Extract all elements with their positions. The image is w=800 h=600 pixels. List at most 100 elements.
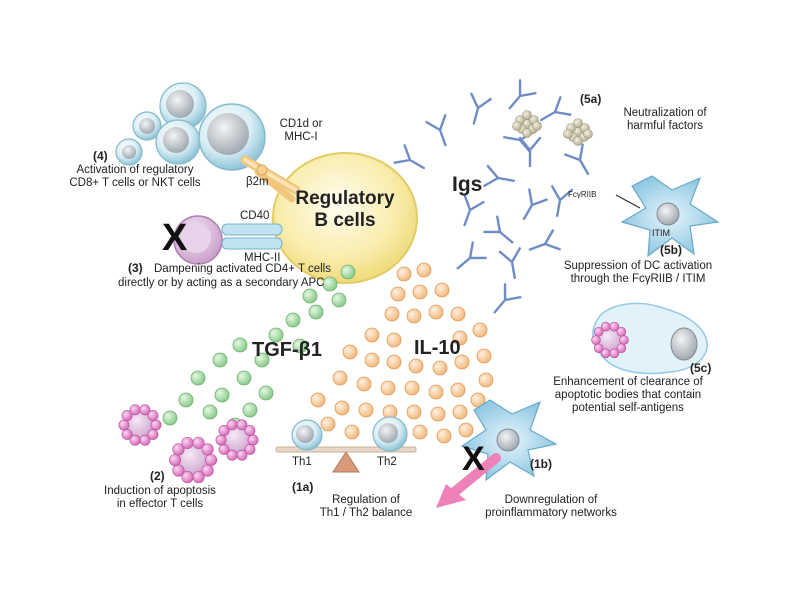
apoptotic-bleb bbox=[226, 449, 238, 461]
il10-dot bbox=[356, 376, 372, 392]
il10-dot bbox=[380, 380, 396, 396]
apoptotic-bleb bbox=[600, 348, 611, 359]
apoptotic-bleb bbox=[129, 404, 141, 416]
mech2-description: Induction of apoptosis in effector T cel… bbox=[95, 485, 225, 511]
regulatory-b-cell bbox=[272, 152, 418, 284]
mech1a-number: (1a) bbox=[292, 480, 314, 494]
dendritic-cell-1b bbox=[460, 399, 558, 482]
il10-dot bbox=[432, 360, 448, 376]
apoptotic-bleb bbox=[168, 453, 182, 467]
mech1a-line1: Regulation of bbox=[332, 494, 400, 506]
il10-dot bbox=[408, 358, 424, 374]
mech4-line1: Activation of regulatory bbox=[76, 164, 194, 176]
apoptotic-bleb bbox=[609, 321, 620, 332]
apoptotic-bleb bbox=[204, 453, 218, 467]
cd40-mhc2-receptor bbox=[221, 223, 283, 250]
harmful-factor-particle bbox=[573, 118, 583, 128]
apoptotic-bleb bbox=[593, 343, 604, 354]
harmful-factor-particle bbox=[522, 110, 532, 120]
mech1b-description: Downregulation of proinflammatory networ… bbox=[466, 494, 636, 520]
mech1a-description: Regulation of Th1 / Th2 balance bbox=[296, 494, 436, 520]
mech3-number: (3) bbox=[128, 261, 143, 275]
apoptotic-bleb bbox=[192, 436, 205, 449]
mech5b-line2: through the FcγRIIB / ITIM bbox=[570, 273, 706, 285]
il10-dot bbox=[412, 424, 428, 440]
th2-label: Th2 bbox=[377, 456, 397, 468]
mech2-number: (2) bbox=[150, 469, 165, 483]
tgf-beta-label: TGF-β1 bbox=[252, 339, 322, 361]
tgf-beta-dot bbox=[258, 385, 274, 401]
il10-dot bbox=[450, 306, 466, 322]
mech2-line1: Induction of apoptosis bbox=[104, 485, 216, 497]
block-x-mark-1b: X bbox=[462, 440, 485, 478]
mech2-line2: in effector T cells bbox=[116, 498, 204, 510]
cd4-t-cell bbox=[173, 215, 223, 265]
il10-dot bbox=[320, 416, 336, 432]
tgf-beta-dot bbox=[340, 264, 356, 280]
il10-dot bbox=[406, 308, 422, 324]
il10-dot bbox=[342, 344, 358, 360]
tgf-beta-dot bbox=[331, 292, 347, 308]
il10-dot bbox=[478, 372, 494, 388]
macrophage-5c bbox=[591, 302, 708, 375]
tgf-beta-dot bbox=[254, 352, 270, 368]
apoptotic-bleb bbox=[139, 404, 151, 416]
apoptotic-bleb bbox=[616, 343, 627, 354]
il10-dot bbox=[452, 404, 468, 420]
il10-dot bbox=[452, 330, 468, 346]
cd1d-label: CD1d or MHC-I bbox=[272, 118, 330, 144]
cd8-nkt-cells bbox=[115, 82, 266, 171]
harmful-factor-particle bbox=[573, 136, 583, 146]
il10-dot bbox=[450, 382, 466, 398]
apoptotic-bleb bbox=[129, 434, 141, 446]
il10-dot bbox=[384, 306, 400, 322]
mech1b-line2: proinflammatory networks bbox=[485, 507, 617, 519]
il10-dot bbox=[428, 304, 444, 320]
apoptotic-bleb bbox=[600, 321, 611, 332]
harmful-factor-particle bbox=[522, 128, 532, 138]
apoptotic-bleb bbox=[172, 443, 185, 456]
harmful-factor-particle bbox=[512, 121, 522, 131]
center-line2: B cells bbox=[314, 210, 376, 231]
fcgriib-label: FcγRIIB bbox=[568, 190, 597, 199]
apoptotic-bleb bbox=[121, 428, 133, 440]
ig-molecule bbox=[463, 194, 485, 227]
tgf-beta-dot bbox=[322, 276, 338, 292]
apoptotic-bleb bbox=[609, 348, 620, 359]
tgf-beta-dot bbox=[308, 304, 324, 320]
th1-th2-balance bbox=[275, 416, 417, 473]
apoptotic-bleb bbox=[192, 471, 205, 484]
apoptotic-bleb bbox=[150, 419, 162, 431]
mech4-line2: CD8+ T cells or NKT cells bbox=[69, 177, 201, 189]
ig-molecule bbox=[539, 96, 572, 122]
mech5a-description: Neutralization of harmful factors bbox=[606, 107, 724, 133]
tgf-beta-dot bbox=[268, 327, 284, 343]
harmful-factors bbox=[512, 110, 593, 146]
il10-dot bbox=[364, 352, 380, 368]
il10-label: IL-10 bbox=[414, 337, 461, 359]
tgf-beta-dot bbox=[292, 338, 308, 354]
itim-label: ITIM bbox=[652, 228, 670, 238]
apoptotic-bleb bbox=[218, 443, 230, 455]
mech5a-line1: Neutralization of bbox=[623, 107, 707, 119]
mech5b-line1: Suppression of DC activation bbox=[563, 260, 713, 272]
mech5a-line2: harmful factors bbox=[626, 120, 704, 132]
il10-dot bbox=[404, 380, 420, 396]
il10-dot bbox=[332, 370, 348, 386]
ig-molecule bbox=[508, 79, 537, 110]
harmful-factor-particle bbox=[583, 129, 593, 139]
apoptotic-bleb bbox=[147, 428, 159, 440]
mhc2-label: MHC-II bbox=[244, 252, 281, 264]
apoptotic-bleb bbox=[236, 419, 248, 431]
apoptotic-bleb bbox=[218, 425, 230, 437]
il10-dot bbox=[428, 384, 444, 400]
ig-molecule bbox=[483, 164, 515, 187]
apoptotic-bleb bbox=[244, 425, 256, 437]
apoptotic-bleb bbox=[181, 471, 194, 484]
cd1d-line2: MHC-I bbox=[284, 131, 318, 143]
ig-molecule bbox=[456, 241, 487, 270]
tgf-beta-dot bbox=[214, 387, 230, 403]
apoptotic-bleb bbox=[616, 326, 627, 337]
il10-dot bbox=[434, 282, 450, 298]
mech3-line1: Dampening activated CD4+ T cells bbox=[154, 263, 331, 275]
